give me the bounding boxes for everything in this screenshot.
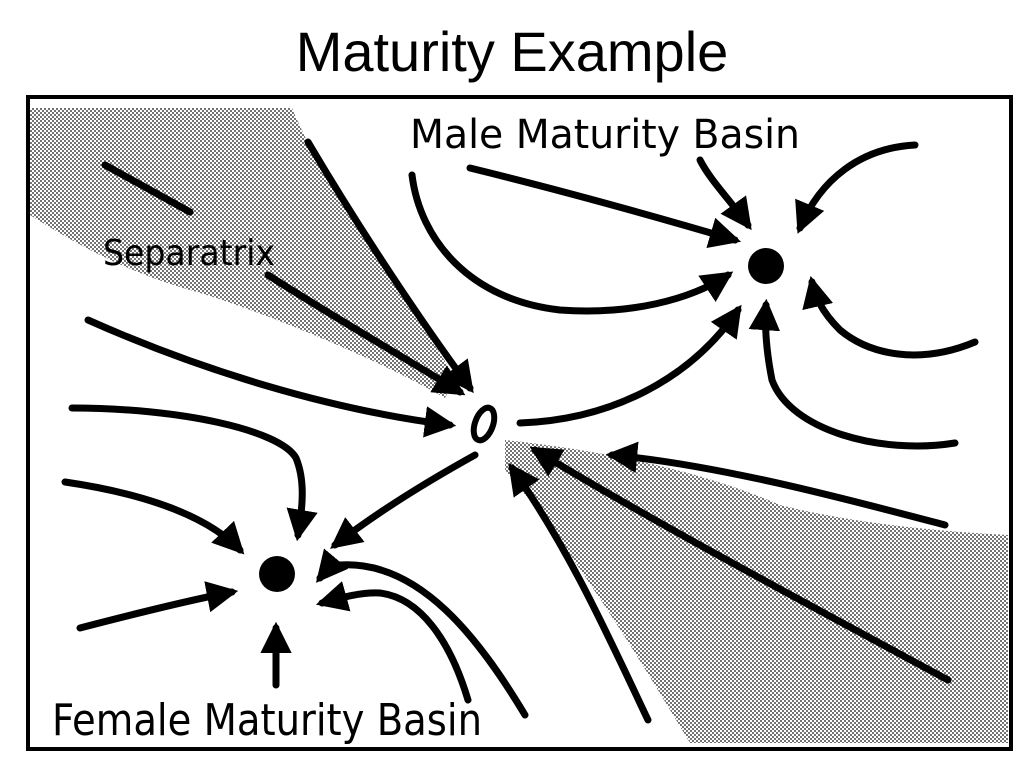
flow-line [84,316,457,438]
lower-right-shaded-region [505,440,1008,743]
flow-line [76,581,239,632]
separatrix-label: Separatrix [103,233,275,274]
male-attractor-point [748,248,784,284]
flow-line [508,462,652,724]
flow-line [315,581,472,704]
flow-line [408,171,734,315]
male-basin-label: Male Maturity Basin [410,112,800,158]
diagram-frame [26,95,1013,751]
flow-line [315,548,529,719]
flow-line [304,138,474,394]
separatrix-saddle-point [470,404,498,444]
flow-line [61,478,245,555]
flow-line [330,451,479,549]
flow-line [101,161,194,216]
flow-line [516,304,742,427]
slide-title: Maturity Example [295,20,729,83]
flow-line [696,156,752,231]
flow-line [802,275,979,359]
female-basin-label: Female Maturity Basin [52,695,482,746]
flow-line [466,164,742,248]
flow-line [264,271,466,396]
flow-line [529,446,952,684]
flow-line [68,404,318,542]
flow-line [605,441,949,529]
flow-line [795,141,919,234]
flow-line [748,298,959,450]
female-attractor-point [259,556,295,592]
